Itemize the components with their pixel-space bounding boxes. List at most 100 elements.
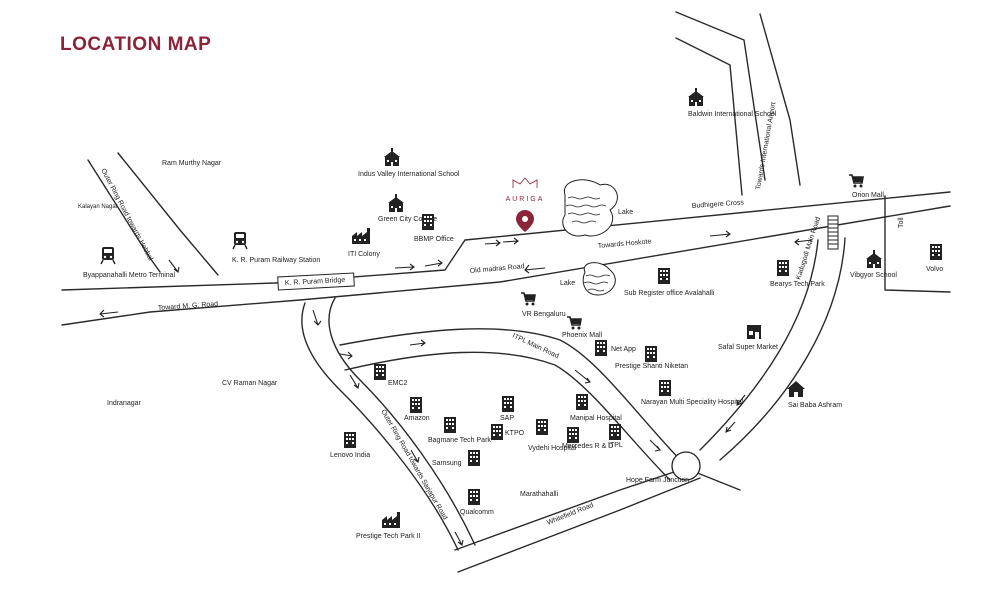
kr-puram-bridge-label: K. R. Puram Bridge — [285, 277, 346, 287]
place-label: Bagmane Tech Park — [428, 437, 491, 444]
project-name: AURIGA — [506, 196, 545, 203]
school-icon — [688, 88, 704, 106]
place-volvo[interactable]: Volvo — [926, 244, 943, 273]
road-network — [61, 11, 951, 573]
place-sap[interactable]: SAP — [500, 396, 514, 422]
school-icon — [388, 194, 404, 212]
place-label: Bearys Tech Park — [770, 281, 825, 288]
store-icon — [747, 325, 761, 339]
factory-icon — [352, 228, 370, 244]
shopping-cart-icon — [520, 292, 536, 307]
area-cv-raman-nagar: CV Raman Nagar — [222, 380, 278, 387]
building-icon — [468, 450, 480, 466]
road-label-kadugodi: Kadugodi Main Road — [795, 216, 822, 280]
factory-icon — [382, 512, 400, 528]
place-label: ITI Colony — [348, 251, 380, 258]
place-label: Amazon — [404, 415, 430, 422]
place-ktpo[interactable]: KTPO — [491, 424, 525, 440]
shopping-cart-icon — [848, 174, 864, 189]
place-bbmp-office[interactable]: BBMP Office — [414, 214, 454, 243]
road-label-old-madras: Old madras Road — [470, 263, 525, 275]
place-label: Vydehi Hospital — [528, 445, 577, 452]
building-icon — [609, 424, 621, 440]
place-sub-register[interactable]: Sub Register office Avalahalli — [624, 268, 715, 297]
place-orion-mall[interactable]: Orion Mall — [848, 174, 884, 199]
building-icon — [645, 346, 657, 362]
building-icon — [536, 419, 548, 435]
place-label: Indus Valley International School — [358, 171, 460, 178]
building-icon — [491, 424, 503, 440]
place-netapp[interactable]: Net App — [595, 340, 636, 356]
building-icon — [777, 260, 789, 276]
place-label: Safal Super Market — [718, 344, 778, 351]
place-itpl[interactable]: ITPL — [608, 424, 623, 449]
place-green-city-college[interactable]: Green City College — [378, 194, 437, 223]
place-sai-baba-ashram[interactable]: Sai Baba Ashram — [787, 381, 842, 409]
building-icon — [930, 244, 942, 260]
place-vydehi[interactable]: Vydehi Hospital — [528, 419, 577, 452]
toll-label: Toll — [898, 217, 905, 228]
shopping-cart-icon — [566, 316, 582, 331]
place-prestige-tech-park[interactable]: Prestige Tech Park II — [356, 512, 421, 540]
building-icon — [410, 397, 422, 413]
building-icon — [374, 364, 386, 380]
place-label: Prestige Shanti Niketan — [615, 363, 688, 370]
place-label: Hope Farm Junction — [626, 477, 689, 484]
building-icon — [576, 394, 588, 410]
train-icon — [232, 231, 248, 250]
place-label: Byappanahalli Metro Terminal — [83, 272, 176, 279]
direction-arrows — [99, 230, 813, 546]
place-label: K. R. Puram Railway Station — [232, 257, 320, 264]
place-phoenix-mall[interactable]: Phoenix Mall — [562, 316, 603, 339]
place-byappanahalli[interactable]: Byappanahalli Metro Terminal — [83, 246, 176, 279]
place-indus-valley-school[interactable]: Indus Valley International School — [358, 148, 460, 178]
place-label: Green City College — [378, 216, 437, 223]
place-safal-super-market[interactable]: Safal Super Market — [718, 325, 778, 351]
place-label: Baldwin International School — [688, 111, 777, 118]
place-mercedes[interactable]: Mercedes R & D — [562, 427, 613, 450]
place-emc2[interactable]: EMC2 — [374, 364, 408, 387]
place-kr-puram-station[interactable]: K. R. Puram Railway Station — [232, 231, 320, 264]
map-title: LOCATION MAP — [60, 34, 211, 55]
place-vr-bengaluru[interactable]: VR Bengaluru — [520, 292, 566, 318]
place-label: Mercedes R & D — [562, 443, 613, 450]
place-label: SAP — [500, 415, 514, 422]
building-icon — [658, 268, 670, 284]
place-vibgyor-school[interactable]: Vibgyor School — [850, 250, 897, 279]
school-icon — [384, 148, 400, 166]
place-bagmane[interactable]: Bagmane Tech Park — [428, 417, 491, 444]
place-prestige-shanti-niketan[interactable]: Prestige Shanti Niketan — [615, 346, 688, 370]
place-samsung[interactable]: Samsung — [432, 450, 480, 467]
building-icon — [595, 340, 607, 356]
place-manipal[interactable]: Manipal Hospital — [570, 394, 622, 422]
area-lake-2: Lake — [560, 280, 575, 287]
place-iti-colony[interactable]: ITI Colony — [348, 228, 380, 258]
place-lenovo[interactable]: Lenovo India — [330, 432, 370, 459]
building-icon — [502, 396, 514, 412]
place-amazon[interactable]: Amazon — [404, 397, 430, 422]
place-baldwin-school[interactable]: Baldwin International School — [688, 88, 777, 118]
place-narayan-hospital[interactable]: Narayan Multi Speciality Hospital — [641, 380, 744, 406]
place-hope-farm-junction[interactable]: Hope Farm Junction — [626, 477, 689, 484]
place-label: Volvo — [926, 266, 943, 273]
area-ram-murthy-nagar: Ram Murthy Nagar — [162, 160, 222, 167]
school-icon — [866, 250, 882, 268]
place-label: Manipal Hospital — [570, 415, 622, 422]
area-kalyan-nagar: Kalayan Nagar — [78, 204, 118, 210]
road-label-mg-road: Toward M. G. Road — [158, 301, 219, 312]
area-marathahalli: Marathahalli — [520, 491, 559, 498]
building-icon — [567, 427, 579, 443]
place-bearys-tech-park[interactable]: Bearys Tech Park — [770, 260, 825, 288]
place-label: Sai Baba Ashram — [788, 402, 842, 409]
project-marker[interactable]: AURIGA — [506, 177, 545, 232]
road-label-hoskote: Towards Hoskote — [598, 238, 652, 250]
place-qualcomm[interactable]: Qualcomm — [460, 489, 494, 516]
area-lake-1: Lake — [618, 209, 633, 216]
place-label: Vibgyor School — [850, 272, 897, 279]
place-label: Lenovo India — [330, 452, 370, 459]
place-label: BBMP Office — [414, 236, 454, 243]
place-label: Samsung — [432, 460, 462, 467]
place-label: Qualcomm — [460, 509, 494, 516]
